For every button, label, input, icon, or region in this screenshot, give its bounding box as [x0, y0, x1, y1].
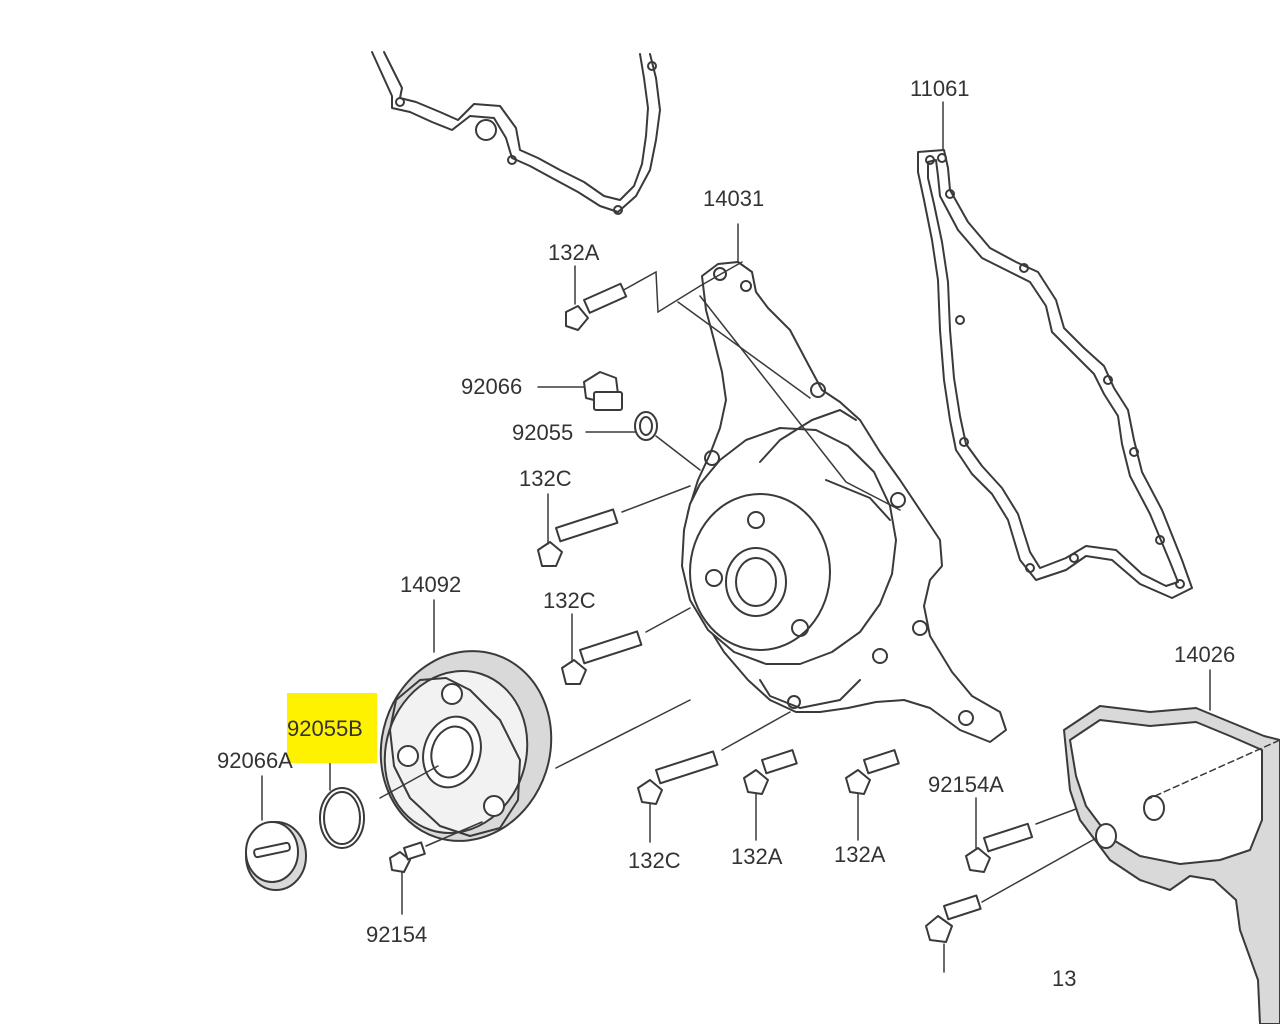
label-132A-3: 132A [834, 842, 886, 867]
oring-92055 [585, 411, 701, 471]
plug-92066 [537, 371, 623, 411]
label-132C-1: 132C [519, 466, 572, 491]
bolt-lower-right [925, 835, 1101, 973]
part-labels: 11061 14031 132A 92066 92055 132C 132C 1… [217, 76, 1235, 991]
cover-14092 [379, 599, 691, 842]
bolt-92154 [389, 821, 483, 915]
cap-92066A [245, 775, 307, 891]
label-13-partial: 13 [1052, 966, 1076, 991]
bolt-132C-1 [537, 485, 691, 567]
label-92066A: 92066A [217, 748, 293, 773]
label-132A-top: 132A [548, 240, 600, 265]
label-92055B: 92055B [287, 716, 363, 741]
gasket-11061 [917, 101, 1193, 599]
label-14031: 14031 [703, 186, 764, 211]
label-92154A: 92154A [928, 772, 1004, 797]
label-14026: 14026 [1174, 642, 1235, 667]
chain-cover-14026 [1063, 669, 1280, 1024]
label-92055: 92055 [512, 420, 573, 445]
bolt-132C-3 [637, 711, 791, 843]
label-92066: 92066 [461, 374, 522, 399]
label-14092: 14092 [400, 572, 461, 597]
label-132C-2: 132C [543, 588, 596, 613]
highlight-box [287, 693, 377, 763]
bolt-132A-2 [743, 749, 798, 841]
generator-cover-14031 [619, 223, 1007, 743]
crankcase-gasket-partial [371, 51, 661, 215]
bolt-132A-top [565, 265, 628, 331]
label-11061: 11061 [910, 76, 970, 101]
label-132C-3: 132C [628, 848, 681, 873]
bolt-132A-3 [845, 749, 900, 841]
bolt-132C-2 [561, 607, 691, 685]
label-132A-2: 132A [731, 844, 783, 869]
label-92154: 92154 [366, 922, 427, 947]
oring-92055B [319, 761, 365, 849]
